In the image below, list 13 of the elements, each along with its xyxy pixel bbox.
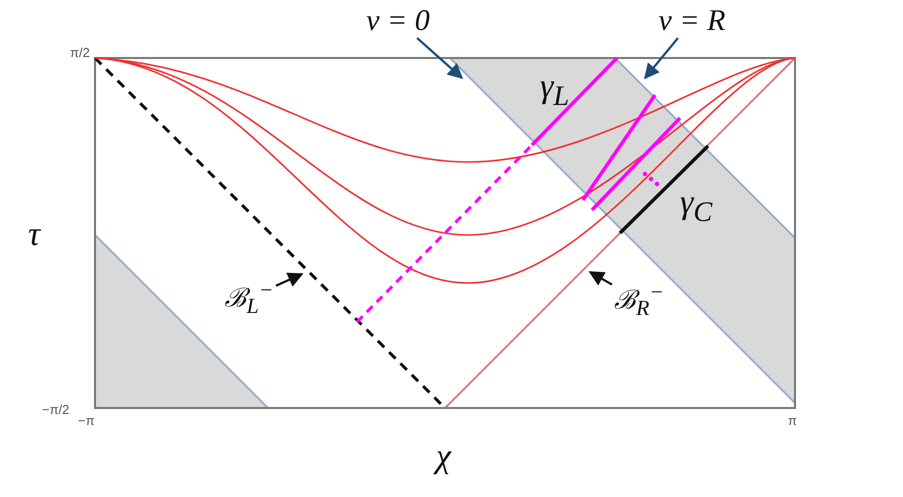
axis-tick-label: π/2 [70, 46, 90, 59]
leader-label: v = 0 [366, 4, 430, 38]
math-label: γ$_{L}$ [540, 70, 570, 112]
leader-arrow [588, 271, 613, 286]
axis-tick-label: π [788, 414, 797, 427]
math-label: γ$_{C}$ [680, 186, 712, 228]
leader-arrow [276, 272, 304, 287]
leader-arrow [644, 37, 679, 80]
math-label: τ [28, 218, 40, 252]
axis-tick-label: −π [78, 414, 95, 427]
leader-label: v = R [658, 4, 726, 38]
leader-arrow [416, 37, 464, 80]
axis-tick-label: −π/2 [42, 403, 70, 416]
